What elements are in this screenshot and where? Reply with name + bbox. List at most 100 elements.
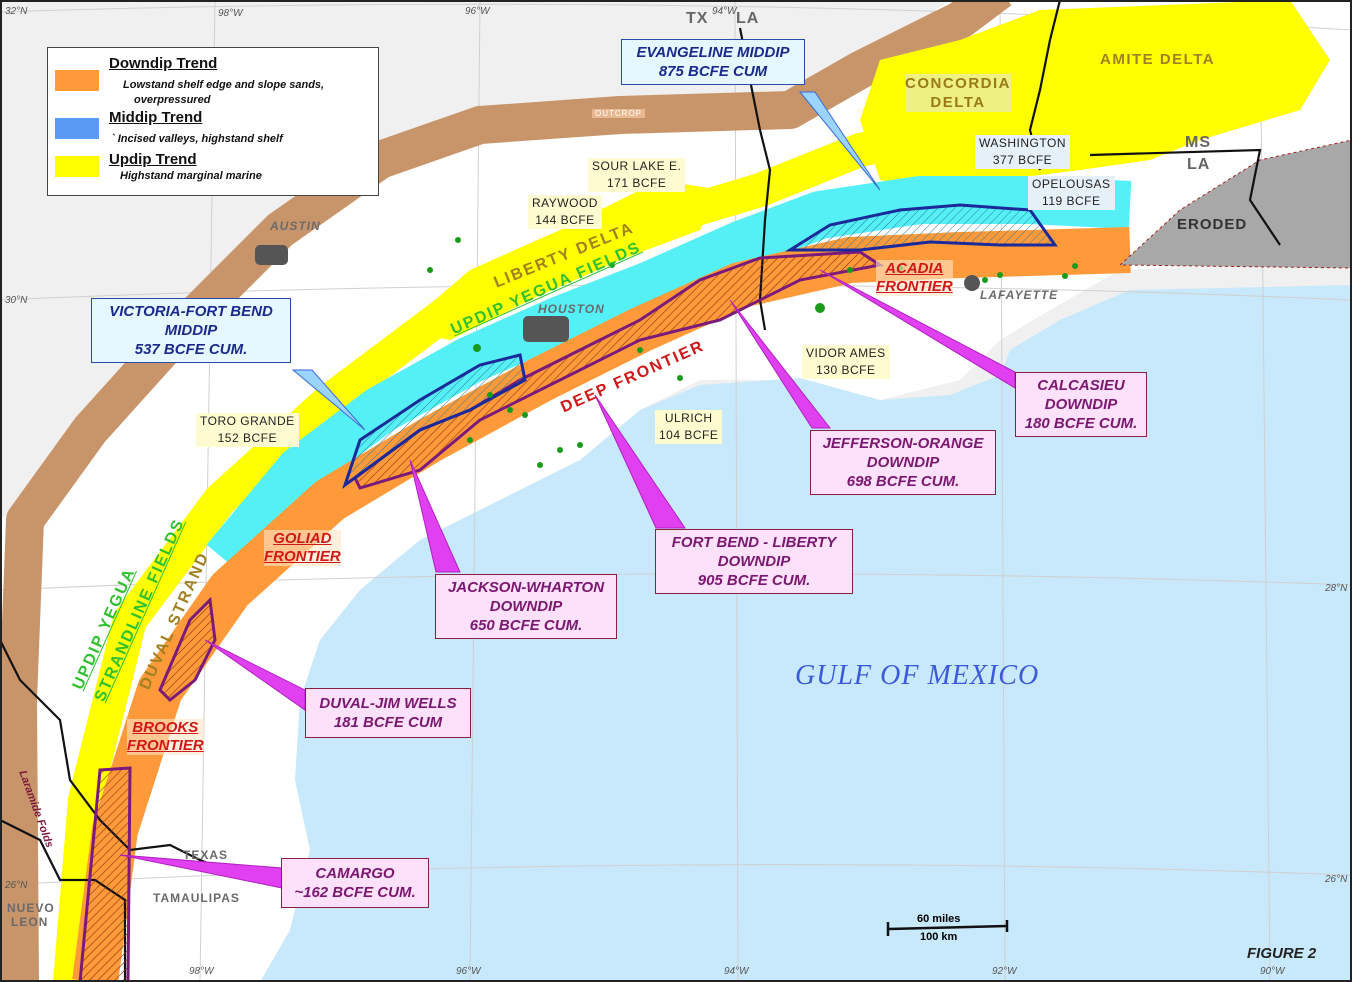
houston-marker (523, 316, 569, 342)
callout-line: DOWNDIP (1044, 396, 1118, 413)
callout-line: CALCASIEU (1037, 377, 1125, 394)
frontier-line2: FRONTIER (127, 737, 204, 754)
lat-tick: 28°N (1325, 583, 1348, 594)
lon-tick: 96°W (465, 6, 490, 17)
field-name: OPELOUSAS (1032, 177, 1111, 191)
field-label-toro-grande: TORO GRANDE 152 BCFE (196, 413, 299, 447)
legend-title-downdip: Downdip Trend (109, 55, 218, 72)
frontier-line2: FRONTIER (876, 278, 953, 295)
lon-tick: 94°W (724, 966, 749, 977)
field-name: TORO GRANDE (200, 414, 295, 428)
callout-line: DOWNDIP (489, 598, 563, 615)
lat-tick: 32°N (5, 6, 28, 17)
city-label-houston: HOUSTON (538, 302, 605, 316)
legend: Downdip Trend Lowstand shelf edge and sl… (47, 47, 379, 196)
lat-tick: 30°N (5, 295, 28, 306)
scale-miles: 60 miles (917, 913, 961, 925)
field-value: 104 BCFE (659, 428, 719, 442)
callout-fort-bend-liberty-downdip: FORT BEND - LIBERTY DOWNDIP 905 BCFE CUM. (655, 529, 853, 594)
callout-line: 650 BCFE CUM. (469, 617, 583, 634)
legend-swatch-middip (55, 118, 99, 139)
callout-line: FORT BEND - LIBERTY (671, 534, 837, 551)
callout-line: MIDDIP (164, 322, 218, 339)
outcrop-band (0, 0, 1012, 982)
lon-tick: 98°W (218, 8, 243, 19)
field-name: SOUR LAKE E. (592, 159, 682, 173)
legend-swatch-updip (55, 156, 99, 177)
field-label-vidor-ames: VIDOR AMES 130 BCFE (802, 345, 890, 379)
frontier-line1: BROOKS (132, 719, 199, 736)
middip-pointers (291, 91, 881, 431)
lon-tick: 96°W (456, 966, 481, 977)
state-label-tx: TX (686, 10, 709, 27)
eroded-area (1118, 139, 1352, 269)
callout-line: VICTORIA-FORT BEND (109, 303, 273, 320)
callout-pointers (119, 269, 1016, 889)
frontier-line1: GOLIAD (273, 530, 332, 547)
gulf-of-mexico-label: GULF OF MEXICO (795, 660, 1040, 691)
legend-title-updip: Updip Trend (109, 151, 197, 168)
callout-line: ~162 BCFE CUM. (294, 884, 416, 901)
state-label-tamaulipas: TAMAULIPAS (153, 891, 240, 905)
field-label-opelousas: OPELOUSAS 119 BCFE (1028, 176, 1115, 210)
legend-desc-downdip-2: overpressured (134, 94, 211, 106)
state-label-ms: MS (1185, 134, 1211, 151)
callout-line: JEFFERSON-ORANGE (822, 435, 984, 452)
field-value: 152 BCFE (217, 431, 277, 445)
field-name: VIDOR AMES (806, 346, 886, 360)
callout-line: 875 BCFE CUM (658, 63, 768, 80)
field-value: 144 BCFE (535, 213, 595, 227)
callout-duval-jim-wells-downdip: DUVAL-JIM WELLS 181 BCFE CUM (305, 688, 471, 738)
state-label-nuevo: NUEVO (7, 901, 55, 915)
scale-bar (886, 920, 1009, 936)
legend-swatch-downdip (55, 70, 99, 91)
updip-liberty (400, 180, 720, 340)
callout-line: DUVAL-JIM WELLS (319, 695, 457, 712)
callout-line: DOWNDIP (717, 553, 791, 570)
middip-trend-band (206, 176, 1132, 576)
callout-line: 181 BCFE CUM (333, 714, 443, 731)
outcrop-label: OUTCROP (592, 109, 645, 118)
austin-marker (255, 245, 288, 265)
legend-desc-middip: ` Incised valleys, highstand shelf (111, 133, 283, 145)
concordia-line2: DELTA (930, 94, 986, 111)
field-value: 377 BCFE (992, 153, 1053, 167)
lafayette-marker (964, 275, 980, 291)
state-label-leon: LEON (11, 915, 49, 929)
callout-line: 905 BCFE CUM. (697, 572, 811, 589)
city-label-lafayette: LAFAYETTE (980, 288, 1059, 302)
field-name: RAYWOOD (532, 196, 598, 210)
state-label-texas: TEXAS (183, 848, 229, 862)
scale-km: 100 km (920, 931, 958, 943)
frontier-line2: FRONTIER (264, 548, 341, 565)
field-label-ulrich: ULRICH 104 BCFE (655, 410, 723, 444)
field-value: 171 BCFE (607, 176, 667, 190)
eroded-label: ERODED (1177, 216, 1248, 233)
lon-tick: 94°W (712, 6, 737, 17)
legend-desc-downdip: Lowstand shelf edge and slope sands, (123, 79, 325, 91)
field-outlines (78, 203, 1058, 982)
state-label-la: LA (736, 10, 760, 27)
callout-camargo-downdip: CAMARGO ~162 BCFE CUM. (281, 858, 429, 908)
delta-label-amite: AMITE DELTA (1100, 51, 1216, 68)
callout-line: 180 BCFE CUM. (1024, 415, 1138, 432)
figure-label: FIGURE 2 (1247, 945, 1317, 962)
callout-line: CAMARGO (315, 865, 395, 882)
field-name: ULRICH (664, 411, 713, 425)
field-value: 119 BCFE (1042, 194, 1101, 208)
callout-calcasieu-downdip: CALCASIEU DOWNDIP 180 BCFE CUM. (1015, 372, 1147, 437)
legend-title-middip: Middip Trend (109, 109, 203, 126)
field-label-sour-lake: SOUR LAKE E. 171 BCFE (588, 158, 686, 192)
field-value: 130 BCFE (816, 363, 876, 377)
state-label-la2: LA (1187, 156, 1211, 173)
callout-line: 698 BCFE CUM. (846, 473, 960, 490)
